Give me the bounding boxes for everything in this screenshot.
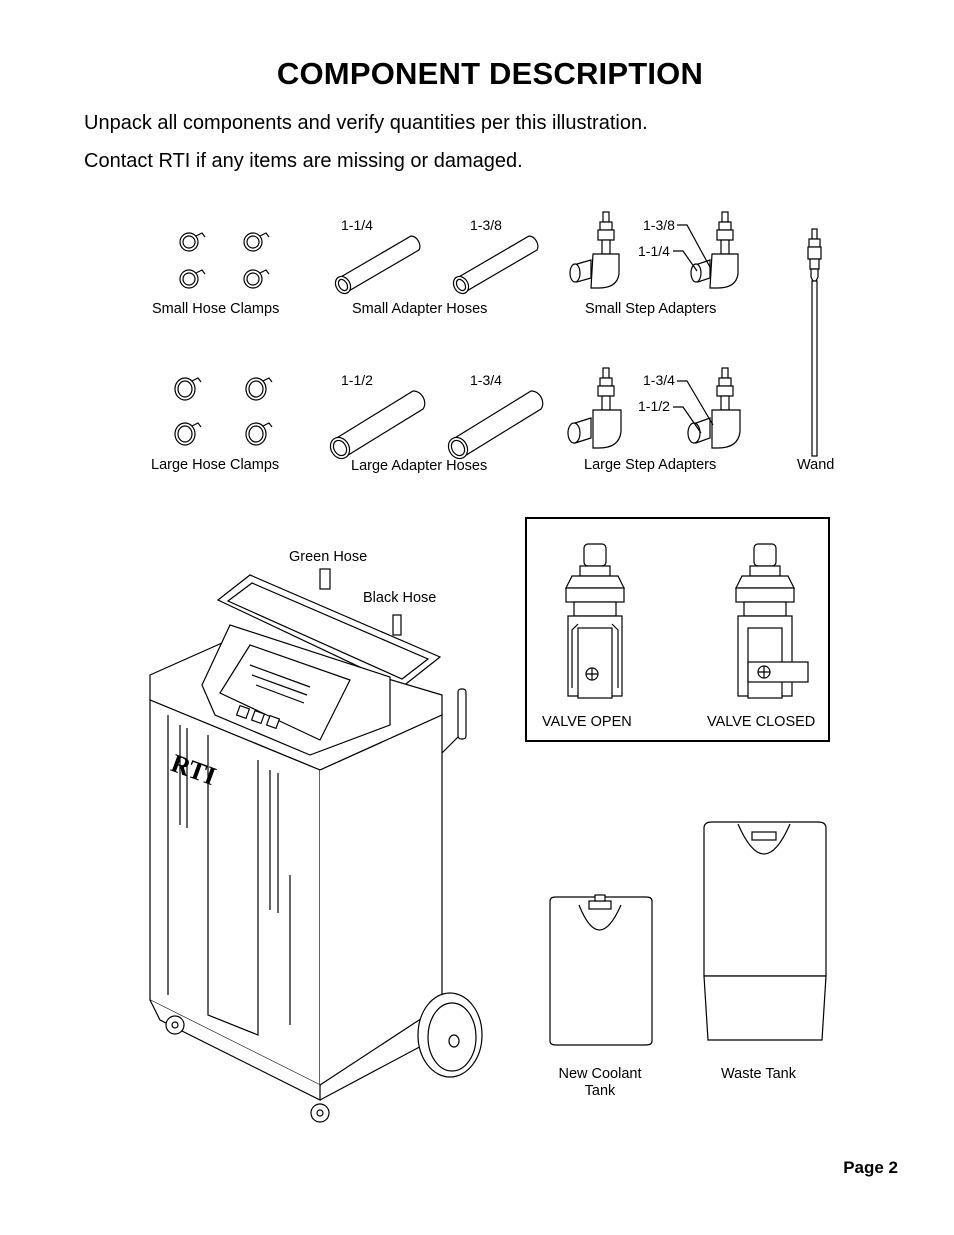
large-hose-size-b: 1-3/4 <box>470 372 502 388</box>
coolant-machine-drawing: RTI <box>149 568 483 1123</box>
small-adapter-hoses-drawing <box>334 235 539 295</box>
page-number: Page 2 <box>843 1158 898 1177</box>
green-hose-label: Green Hose <box>289 549 368 565</box>
small-adapter-hoses-label: Small Adapter Hoses <box>352 301 488 317</box>
small-step-size-b: 1-1/4 <box>638 243 670 259</box>
small-step-adapters-label: Small Step Adapters <box>585 301 717 317</box>
large-step-size-a: 1-3/4 <box>643 372 675 388</box>
valve-closed-label: VALVE CLOSED <box>707 714 816 730</box>
large-step-adapters-drawing <box>567 367 741 449</box>
small-hose-clamps-label: Small Hose Clamps <box>152 301 280 317</box>
wand-label: Wand <box>797 457 835 473</box>
new-coolant-tank-label-line2: Tank <box>584 1083 616 1099</box>
large-hose-size-a: 1-1/2 <box>341 372 373 388</box>
valve-diagram-box <box>525 517 830 742</box>
page-title: COMPONENT DESCRIPTION <box>276 56 704 91</box>
large-hose-clamps-drawing <box>174 377 273 446</box>
small-hose-size-b: 1-3/8 <box>470 217 502 233</box>
waste-tank-drawing <box>703 821 827 1041</box>
large-hose-clamps-label: Large Hose Clamps <box>151 457 280 473</box>
large-step-size-b: 1-1/2 <box>638 398 670 414</box>
large-adapter-hoses-drawing <box>329 390 544 460</box>
large-adapter-hoses-label: Large Adapter Hoses <box>351 458 488 474</box>
wand-drawing <box>807 228 822 457</box>
small-hose-size-a: 1-1/4 <box>341 217 373 233</box>
small-step-size-a: 1-3/8 <box>643 217 675 233</box>
waste-tank-label: Waste Tank <box>721 1066 796 1082</box>
intro-line-1: Unpack all components and verify quantit… <box>84 112 648 134</box>
new-coolant-tank-drawing <box>549 894 653 1046</box>
small-step-adapters-drawing <box>569 211 739 289</box>
black-hose-label: Black Hose <box>363 590 437 606</box>
valve-closed-drawing <box>735 543 809 699</box>
intro-line-2: Contact RTI if any items are missing or … <box>84 150 523 172</box>
valve-open-label: VALVE OPEN <box>542 714 632 730</box>
new-coolant-tank-label-line1: New Coolant <box>558 1066 642 1082</box>
valve-open-drawing <box>565 543 625 699</box>
small-hose-clamps-drawing <box>179 232 270 289</box>
large-step-adapters-label: Large Step Adapters <box>584 457 717 473</box>
